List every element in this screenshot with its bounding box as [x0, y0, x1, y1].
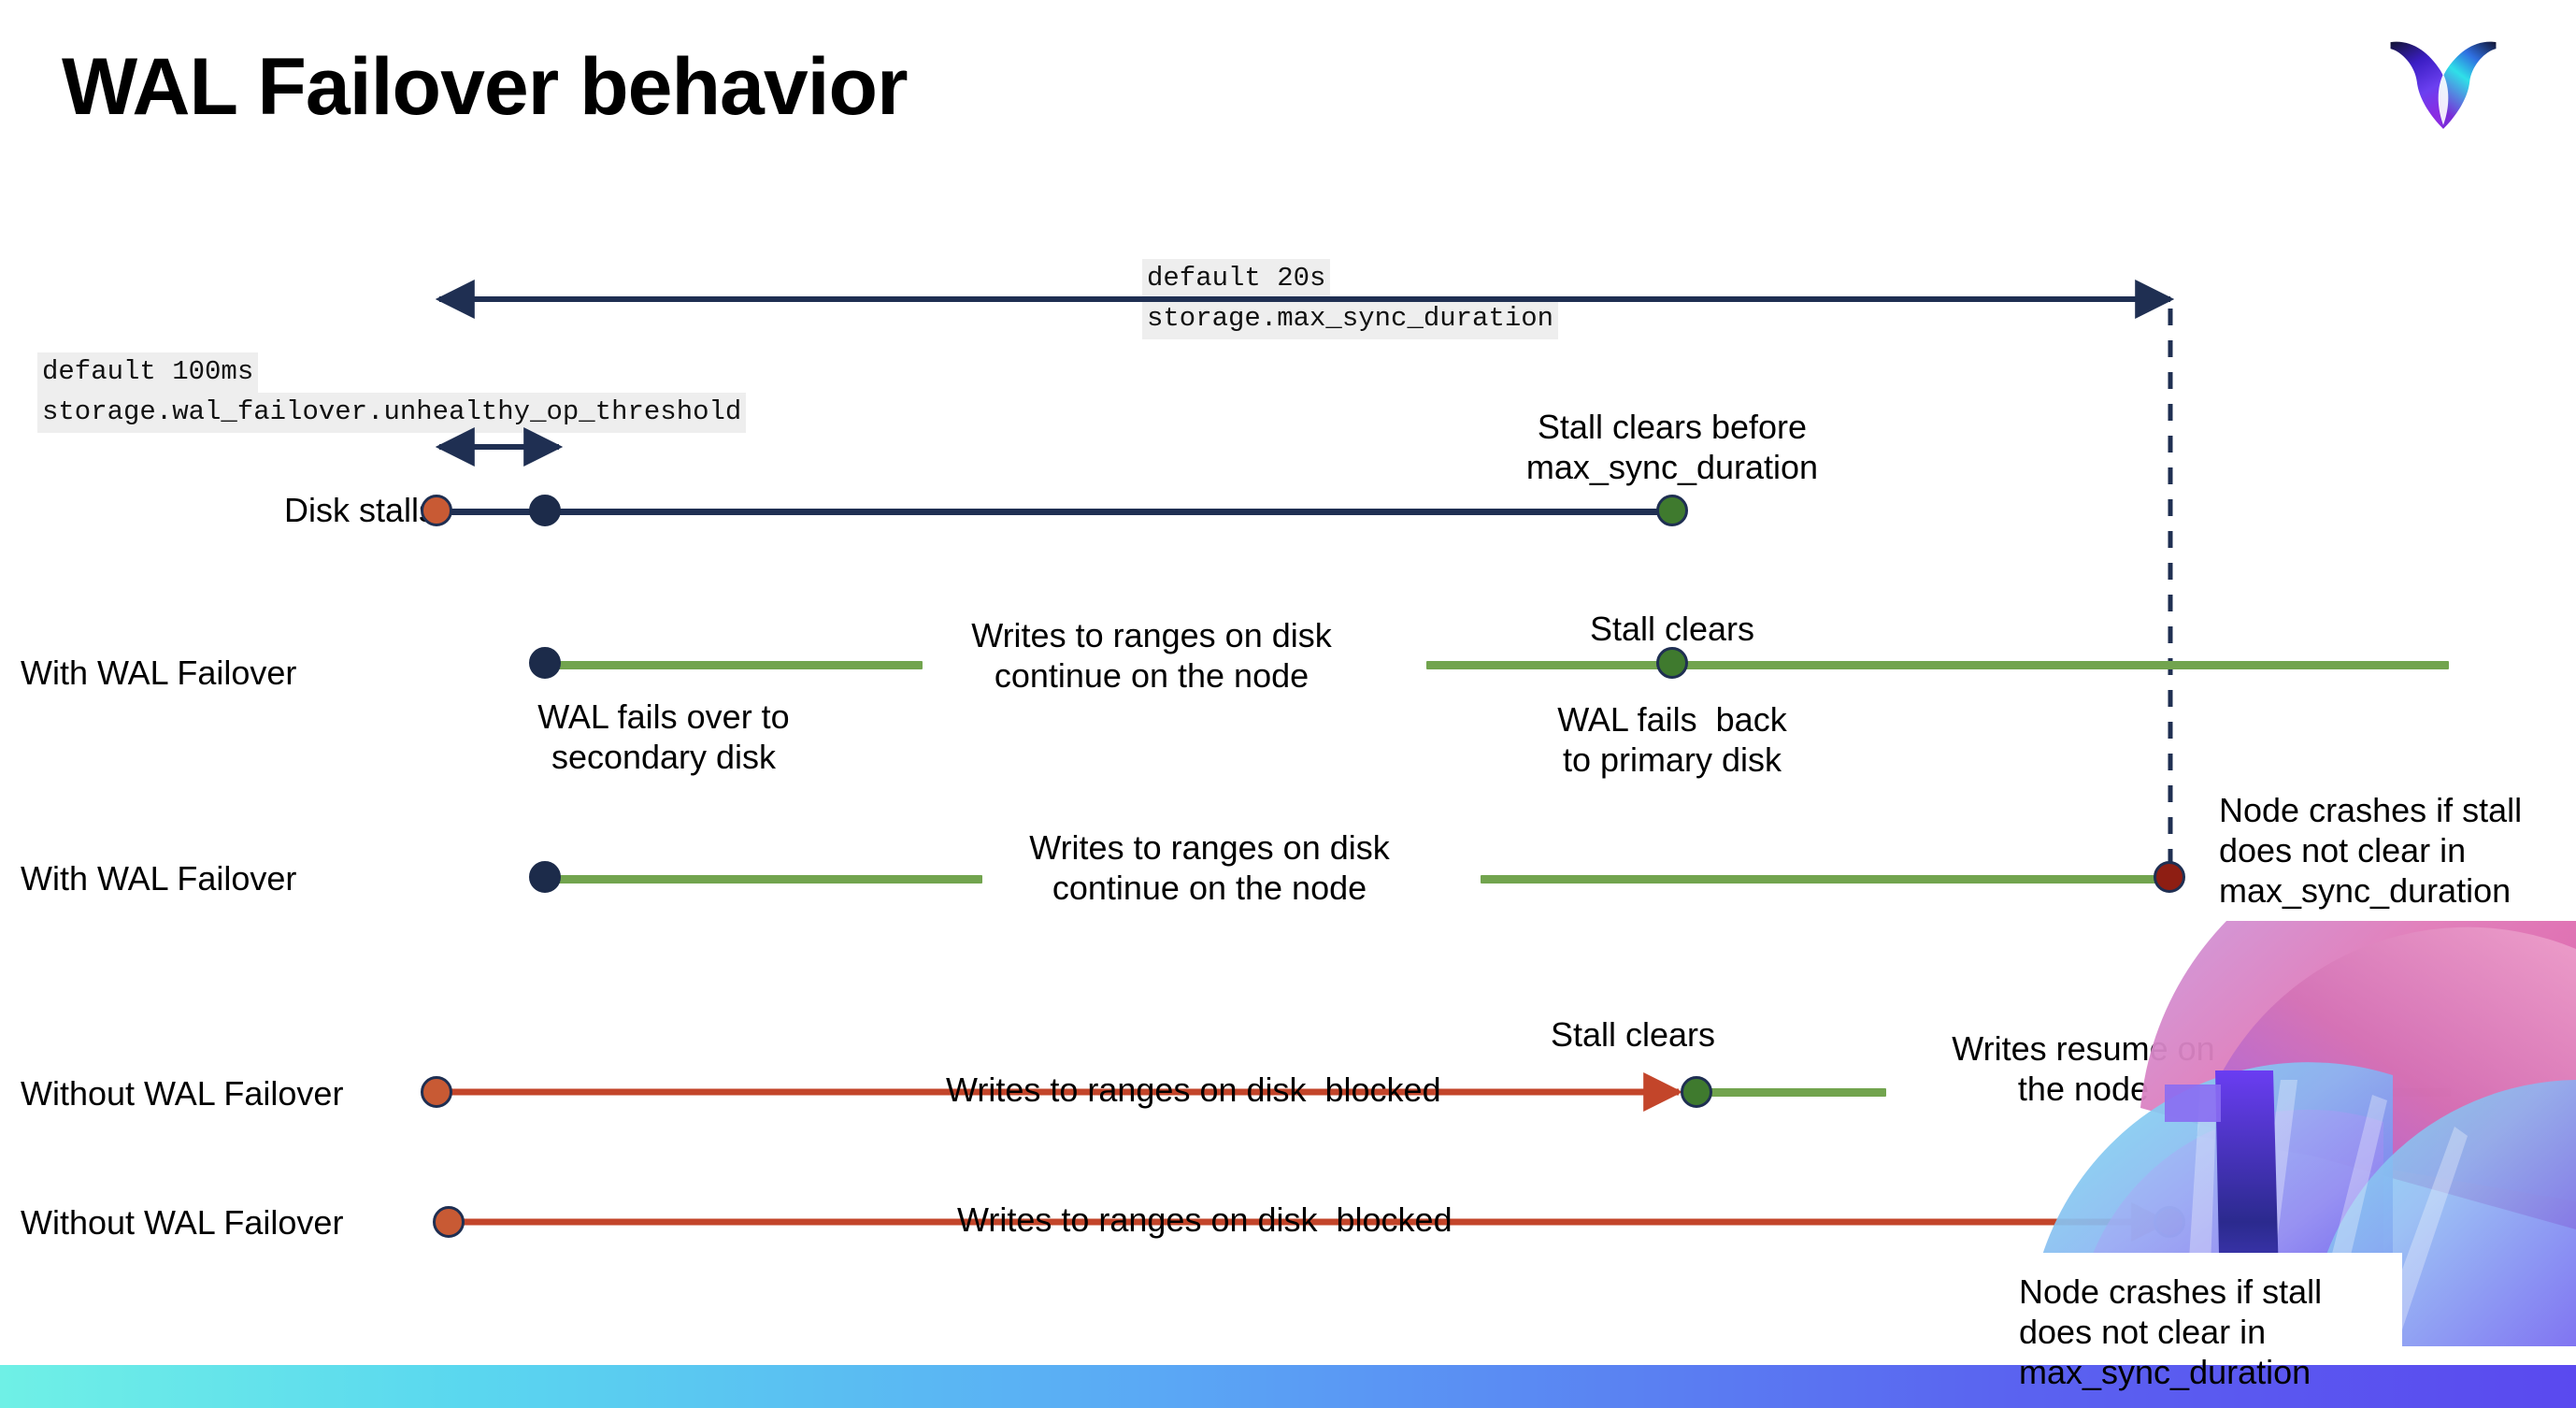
- with-failover-stall-clear-dot-1: [1656, 647, 1688, 679]
- annotation-node-crashes-2: Node crashes if stall does not clear in …: [2019, 1272, 2323, 1392]
- max-sync-duration-default-label: default 20s: [1142, 259, 1331, 299]
- row-label-without-wal-failover-2: Without WAL Failover: [21, 1203, 344, 1242]
- row-label-without-wal-failover-1: Without WAL Failover: [21, 1074, 344, 1113]
- annotation-stall-clears-1: Stall clears: [1589, 610, 1755, 648]
- without-failover-start-dot-2: [433, 1206, 465, 1238]
- annotation-writes-resume: Writes resume on the node: [1952, 1029, 2215, 1109]
- annotation-writes-continue-2: Writes to ranges on disk continue on the…: [1029, 828, 1390, 908]
- disk-stalls-line-b: [545, 509, 1676, 515]
- page-title: WAL Failover behavior: [62, 42, 909, 132]
- disk-stall-start-dot: [421, 495, 452, 526]
- max-sync-duration-setting-label: storage.max_sync_duration: [1142, 299, 1559, 339]
- with-failover-node-crash-dot: [2154, 861, 2185, 893]
- cockroachdb-logo-icon: [2386, 31, 2500, 150]
- annotation-node-crashes-1: Node crashes if stall does not clear in …: [2219, 791, 2523, 911]
- without-failover-green-seg-1a: [1703, 1088, 1886, 1097]
- wal-failover-trigger-dot: [529, 495, 561, 526]
- with-failover-start-dot-2: [529, 861, 561, 893]
- with-failover-green-seg-1b: [1426, 661, 2449, 669]
- with-failover-green-seg-2b: [1481, 875, 2172, 884]
- unhealthy-op-threshold-setting-label: storage.wal_failover.unhealthy_op_thresh…: [37, 393, 747, 433]
- annotation-writes-blocked-2: Writes to ranges on disk blocked: [957, 1200, 1453, 1239]
- with-failover-green-seg-2a: [545, 875, 982, 884]
- bottom-gradient-bar: [0, 1365, 2576, 1408]
- without-failover-stall-clear-dot: [1681, 1076, 1712, 1108]
- disk-stall-clear-dot: [1656, 495, 1688, 526]
- annotation-writes-continue-1: Writes to ranges on disk continue on the…: [971, 616, 1332, 696]
- unhealthy-op-threshold-default-label: default 100ms: [37, 352, 259, 393]
- with-failover-green-seg-1a: [545, 661, 923, 669]
- annotation-stall-clears-2: Stall clears: [1550, 1015, 1716, 1054]
- annotation-stall-clears-before-max-sync: Stall clears before max_sync_duration: [1525, 408, 1819, 487]
- without-failover-green-seg-1b: [2286, 1088, 2451, 1097]
- row-label-disk-stalls: Disk stalls: [283, 491, 436, 529]
- with-failover-start-dot-1: [529, 647, 561, 679]
- row-label-with-wal-failover-1: With WAL Failover: [21, 654, 297, 692]
- annotation-wal-fails-back: WAL fails back to primary disk: [1557, 700, 1787, 780]
- row-label-with-wal-failover-2: With WAL Failover: [21, 859, 297, 898]
- annotation-writes-blocked-1: Writes to ranges on disk blocked: [946, 1070, 1441, 1109]
- without-failover-start-dot-1: [421, 1076, 452, 1108]
- without-failover-node-crash-dot: [2154, 1206, 2185, 1238]
- annotation-wal-fails-over: WAL fails over to secondary disk: [537, 697, 790, 777]
